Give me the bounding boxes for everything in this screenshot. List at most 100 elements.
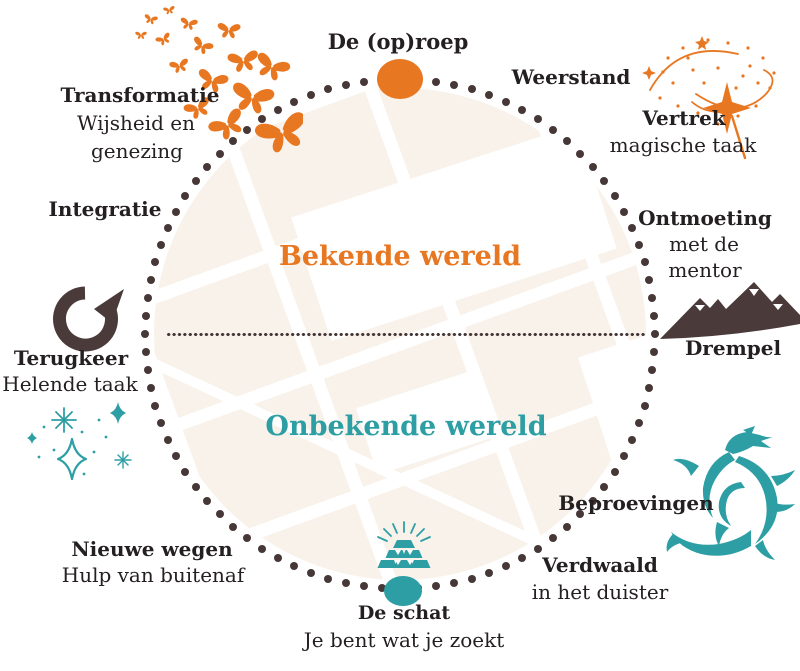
circle-dot bbox=[341, 80, 350, 89]
circle-dot bbox=[306, 568, 315, 577]
circle-dot bbox=[143, 293, 152, 302]
call-marker-ellipse bbox=[377, 59, 423, 99]
circle-dot bbox=[243, 125, 252, 134]
stage-label-integratie: Integratie bbox=[48, 197, 162, 221]
circle-dot bbox=[501, 98, 510, 107]
stage-label-verdwaald: Verdwaald bbox=[542, 553, 658, 577]
circle-dot bbox=[141, 330, 149, 338]
circle-dot bbox=[619, 207, 628, 216]
circle-dot bbox=[600, 482, 609, 491]
circle-dot bbox=[533, 115, 542, 124]
dragon-icon bbox=[666, 426, 795, 560]
circle-dot bbox=[243, 534, 252, 543]
sparkles-icon bbox=[27, 402, 132, 481]
circle-dot bbox=[501, 561, 510, 570]
stage-label-oproep: De (op)roep bbox=[327, 29, 469, 54]
stage-label-beproevingen: Beproevingen bbox=[558, 491, 714, 515]
circle-dot bbox=[634, 240, 643, 249]
circle-dot bbox=[146, 384, 155, 393]
circle-dot bbox=[548, 534, 557, 543]
circle-dot bbox=[258, 544, 267, 553]
circle-dot bbox=[450, 80, 459, 89]
stage-sublabel-vertrek: magische taak bbox=[609, 133, 757, 157]
stage-sublabel-ontmoeting-2: mentor bbox=[668, 258, 742, 282]
circle-dot bbox=[588, 163, 597, 171]
circle-dot bbox=[359, 77, 368, 86]
stage-sublabel-verdwaald: in het duister bbox=[531, 580, 669, 604]
known-world-label: Bekende wereld bbox=[279, 241, 521, 272]
circle-dot bbox=[324, 85, 333, 94]
circle-dot bbox=[562, 522, 571, 531]
circle-dot bbox=[229, 137, 237, 146]
circle-dot bbox=[181, 192, 190, 201]
circle-dot bbox=[172, 207, 181, 216]
circle-dot bbox=[181, 467, 190, 476]
stage-label-transformatie: Transformatie bbox=[60, 83, 220, 107]
circle-dot bbox=[290, 561, 299, 570]
circle-dot bbox=[203, 163, 212, 171]
circle-dot bbox=[341, 579, 350, 588]
circle-dot bbox=[648, 293, 657, 302]
stage-sublabel-transformatie-2: genezing bbox=[91, 139, 183, 163]
stage-sublabel-ontmoeting-1: met de bbox=[669, 232, 739, 256]
circle-dot bbox=[215, 510, 224, 519]
circle-dot bbox=[634, 419, 643, 428]
circle-dot bbox=[290, 98, 299, 107]
circle-dot bbox=[172, 452, 181, 461]
return-arrow-icon bbox=[53, 286, 124, 352]
stage-sublabel-terugkeer: Helende taak bbox=[2, 372, 138, 396]
stage-label-weerstand: Weerstand bbox=[511, 65, 631, 89]
mountain-icon bbox=[660, 282, 800, 339]
circle-dot bbox=[157, 419, 166, 428]
circle-dot bbox=[485, 91, 494, 100]
stage-label-ontmoeting: Ontmoeting bbox=[638, 206, 772, 230]
circle-dot bbox=[141, 311, 150, 320]
circle-dot bbox=[273, 106, 282, 115]
circle-dot bbox=[650, 311, 659, 320]
circle-dot bbox=[562, 137, 571, 146]
magic-wand-icon bbox=[642, 36, 776, 160]
circle-dot bbox=[640, 258, 649, 267]
circle-dot bbox=[548, 125, 557, 134]
circle-dot bbox=[645, 275, 654, 284]
circle-dot bbox=[627, 224, 636, 233]
circle-dot bbox=[141, 348, 150, 357]
circle-dot bbox=[467, 85, 476, 94]
circle-dot bbox=[600, 177, 609, 186]
circle-dot bbox=[533, 544, 542, 553]
circle-dot bbox=[164, 435, 173, 444]
unknown-world-label: Onbekende wereld bbox=[265, 411, 547, 442]
circle-dot bbox=[576, 510, 585, 519]
stage-sublabel-schat: Je bent wat je zoekt bbox=[303, 628, 505, 652]
circle-dot bbox=[164, 224, 173, 233]
stage-label-terugkeer: Terugkeer bbox=[13, 346, 129, 370]
circle-dot bbox=[432, 582, 441, 591]
butterflies-icon bbox=[135, 5, 303, 157]
circle-dot bbox=[359, 582, 368, 591]
circle-dot bbox=[306, 91, 315, 100]
circle-dot bbox=[324, 574, 333, 583]
stage-label-nieuwe-wegen: Nieuwe wegen bbox=[71, 537, 233, 561]
circle-dot bbox=[215, 149, 224, 158]
circle-dot bbox=[518, 106, 527, 115]
circle-dot bbox=[191, 177, 200, 186]
circle-dot bbox=[650, 348, 659, 357]
circle-dot bbox=[645, 384, 654, 393]
circle-dot bbox=[151, 258, 160, 267]
stage-sublabel-nieuwe-wegen: Hulp van buitenaf bbox=[61, 563, 245, 587]
circle-dot bbox=[588, 496, 597, 505]
circle-dot bbox=[191, 482, 200, 491]
treasure-icon bbox=[377, 521, 431, 568]
circle-dot bbox=[627, 435, 636, 444]
circle-dot bbox=[619, 452, 628, 461]
circle-dot bbox=[258, 115, 267, 124]
circle-dot bbox=[518, 553, 527, 562]
circle-dot bbox=[377, 584, 386, 593]
stage-label-vertrek: Vertrek bbox=[642, 106, 726, 130]
circle-dot bbox=[450, 579, 459, 588]
circle-dot bbox=[610, 192, 619, 201]
circle-dot bbox=[651, 330, 659, 338]
circle-dot bbox=[157, 240, 166, 249]
